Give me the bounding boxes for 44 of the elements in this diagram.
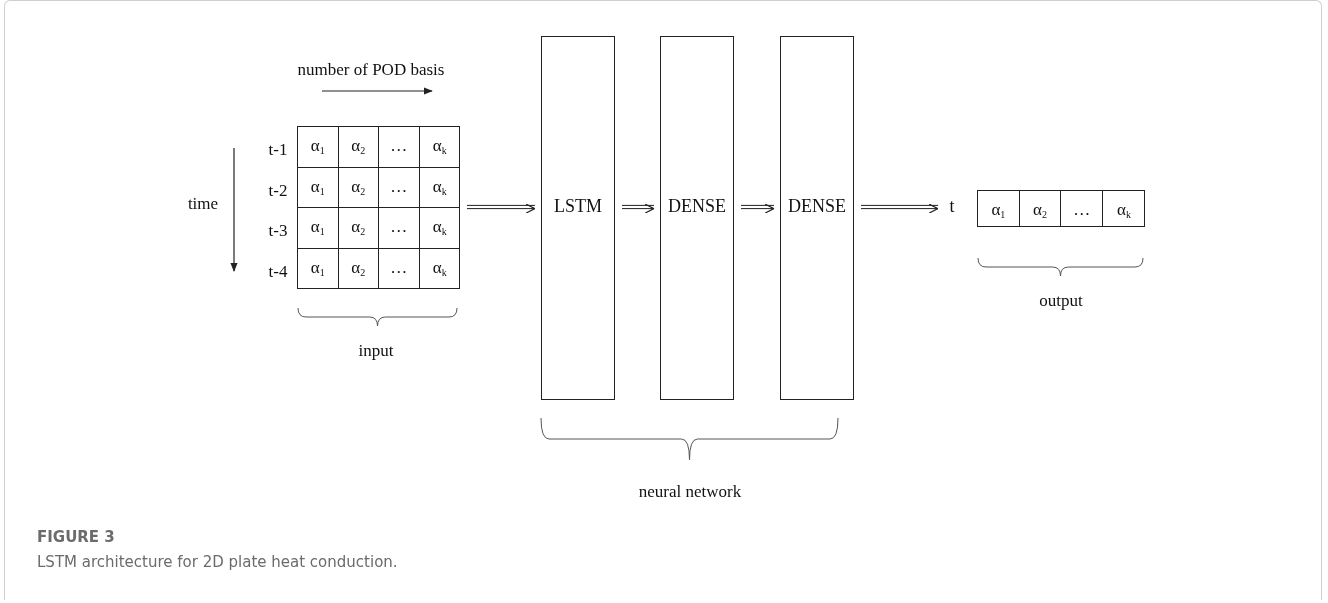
time-step-label: t-3: [268, 221, 288, 239]
time-step-label: t-1: [268, 140, 288, 158]
coefficient-cell: α$_{2}$: [338, 167, 379, 208]
coefficient-cell: α$_{2}$: [338, 127, 379, 168]
coefficient-cell: …: [379, 127, 420, 168]
coefficient-cell: α$_{2}$: [1019, 191, 1062, 226]
coefficient-cell: α$_{k}$: [419, 167, 460, 208]
double-arrow: [740, 203, 775, 214]
coefficient-cell: α$_{2}$: [338, 248, 379, 289]
coefficient-cell: …: [379, 167, 420, 208]
figure-caption: LSTM architecture for 2D plate heat conduction.: [37, 553, 398, 571]
time-step-label: t-2: [268, 181, 288, 198]
axis-label: time: [187, 194, 219, 212]
double-arrow: [860, 203, 939, 214]
coefficient-cell: α$_{k}$: [419, 208, 460, 249]
coefficient-cell-text: α$_{k}$: [431, 256, 448, 280]
layer-box: [780, 36, 854, 400]
coefficient-cell: …: [379, 208, 420, 249]
coefficient-cell: α$_{k}$: [419, 127, 460, 168]
coefficient-cell: α$_{1}$: [298, 248, 339, 289]
layer-box: [541, 36, 615, 400]
matrix-box: [977, 190, 1145, 227]
layer-box: [660, 36, 734, 400]
layer-label: LSTM: [554, 197, 602, 215]
group-label: input: [358, 341, 394, 359]
coefficient-cell: α$_{1}$: [298, 167, 339, 208]
coefficient-cell: α$_{1}$: [978, 191, 1020, 226]
layer-label: DENSE: [788, 197, 846, 215]
layer-label: DENSE: [668, 197, 726, 215]
coefficient-cell: α$_{1}$: [298, 208, 339, 249]
coefficient-cell: …: [1061, 191, 1104, 226]
group-label: output: [1039, 291, 1083, 309]
coefficient-cell: …: [379, 248, 420, 289]
matrix-box: [297, 126, 460, 289]
coefficient-cell-text: α$_{k}$: [1115, 199, 1132, 222]
coefficient-cell: α$_{2}$: [338, 208, 379, 249]
time-label: t: [949, 197, 955, 215]
figure-title: FIGURE 3: [37, 528, 115, 546]
axis-label: number of POD basis: [297, 60, 445, 78]
double-arrow: [466, 203, 536, 214]
group-label: neural network: [638, 482, 742, 500]
coefficient-cell: α$_{1}$: [298, 127, 339, 168]
double-arrow: [621, 203, 655, 214]
time-step-label: t-4: [268, 262, 288, 279]
